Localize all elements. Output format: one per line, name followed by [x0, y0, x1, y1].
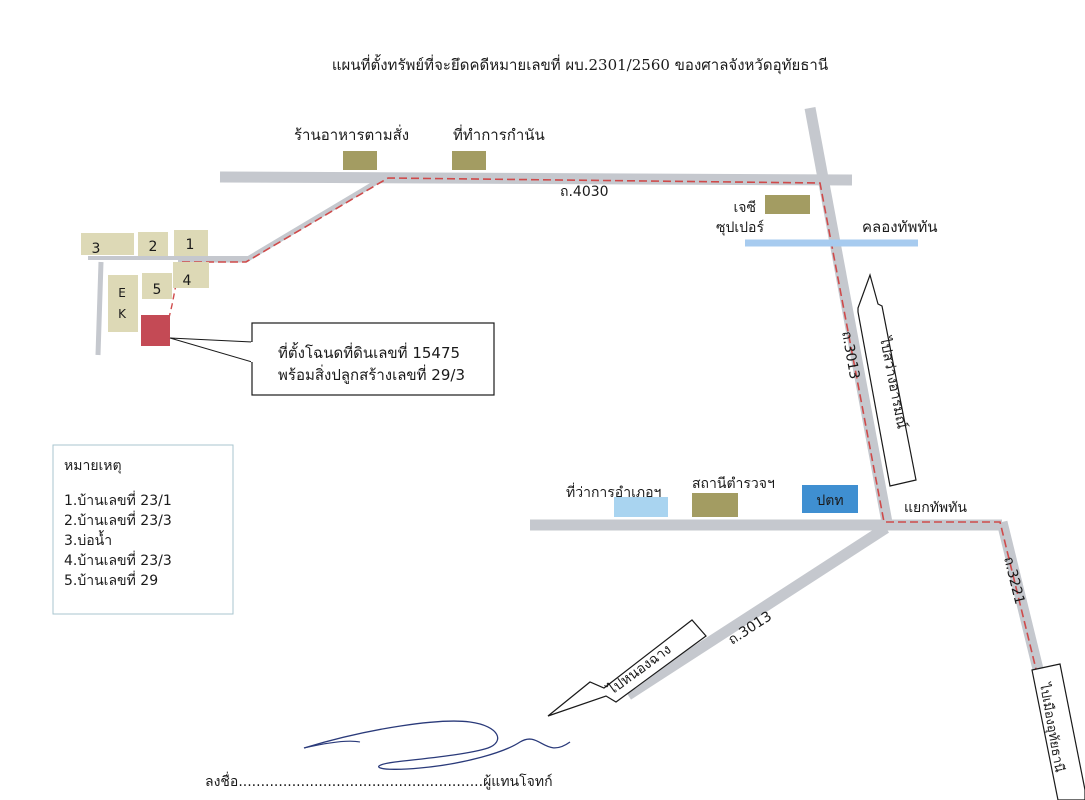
- roads: [88, 106, 1076, 800]
- legend-box: [52, 444, 234, 615]
- gas-station-label: ปตท: [816, 493, 843, 509]
- direction-arrow-down-icon: [1031, 663, 1085, 800]
- police-station-building: [692, 493, 738, 517]
- jc-supermarket-building: [765, 195, 810, 214]
- route-to-property: [182, 177, 1069, 800]
- gas-station-building: [802, 485, 858, 513]
- road-3221-label: ถ.3221: [1000, 555, 1027, 606]
- house-ek: [108, 275, 138, 332]
- district-office-building: [614, 497, 668, 517]
- callout-line-1: ที่ตั้งโฉนดที่ดินเลขที่ 15475: [278, 342, 460, 362]
- property-callout: ที่ตั้งโฉนดที่ดินเลขที่ 15475 พร้อมสิ่งป…: [169, 322, 495, 396]
- arrow-to-nong-chang: ไปหนองฉาง: [547, 619, 707, 717]
- jc-super-label-1: เจซี: [734, 200, 757, 216]
- district-office-label: ที่ว่าการอำเภอฯ: [566, 483, 661, 501]
- road-4030: [219, 171, 853, 186]
- map-title: แผนที่ตั้งทรัพย์ที่จะยึดคดีหมายเลขที่ ผบ…: [332, 54, 828, 75]
- headman-office-label: ที่ทำการกำนัน: [453, 124, 545, 144]
- house-label-4: 4: [183, 273, 192, 289]
- house-1: [174, 230, 208, 256]
- jc-super-label-2: ซุปเปอร์: [716, 219, 764, 236]
- road-3013-north-label: ถ.3013: [838, 330, 862, 381]
- legend-item-3: 3.บ่อน้ำ: [64, 530, 112, 549]
- legend: หมายเหตุ 1.บ้านเลขที่ 23/1 2.บ้านเลขที่ …: [52, 444, 234, 615]
- house-label-1: 1: [186, 237, 195, 253]
- village-lane-vertical: [95, 261, 104, 356]
- road-4030-label: ถ.4030: [560, 184, 609, 200]
- callout-pointer: [169, 337, 253, 363]
- callout-line-2: พร้อมสิ่งปลูกสร้างเลขที่ 29/3: [278, 364, 465, 384]
- signature-stroke: [303, 740, 361, 749]
- direction-arrow-down-left-icon: [547, 619, 707, 717]
- house-label-5: 5: [153, 282, 162, 298]
- legend-item-2: 2.บ้านเลขที่ 23/3: [64, 511, 172, 529]
- property-plot: [141, 315, 170, 346]
- house-label-3: 3: [92, 241, 101, 257]
- house-label-k: K: [118, 307, 127, 321]
- police-station-label: สถานีตำรวจฯ: [692, 476, 775, 492]
- direction-arrow-up-icon: [857, 273, 917, 487]
- headman-office-building: [452, 151, 486, 170]
- house-label-2: 2: [149, 239, 158, 255]
- road-3013-south: [625, 523, 889, 700]
- arrow-to-sawang: ไปสว่างอารมณ์: [857, 273, 917, 487]
- canal-label: คลองทัพทัน: [862, 218, 937, 236]
- local-road: [178, 177, 382, 263]
- legend-title: หมายเหตุ: [64, 458, 122, 474]
- legend-item-1: 1.บ้านเลขที่ 23/1: [64, 491, 172, 509]
- legend-item-4: 4.บ้านเลขที่ 23/3: [64, 551, 172, 569]
- arrow-to-uthai: ไปเมืองอุทัยธานี: [1031, 663, 1085, 800]
- signature-line: ลงชื่อ..................................…: [205, 772, 553, 790]
- legend-item-5: 5.บ้านเลขที่ 29: [64, 571, 158, 589]
- house-label-e: E: [118, 286, 126, 300]
- signature-mark: [303, 720, 571, 770]
- house-4: [173, 262, 209, 288]
- restaurant-building: [343, 151, 377, 170]
- house-2: [138, 232, 168, 256]
- road-3013-north: [804, 106, 894, 530]
- callout-box: [251, 322, 495, 396]
- junction-label: แยกทัพทัน: [904, 500, 967, 516]
- restaurant-label: ร้านอาหารตามสั่ง: [294, 124, 409, 144]
- village-houses: [81, 230, 209, 346]
- house-3: [81, 233, 134, 255]
- house-5: [142, 273, 172, 299]
